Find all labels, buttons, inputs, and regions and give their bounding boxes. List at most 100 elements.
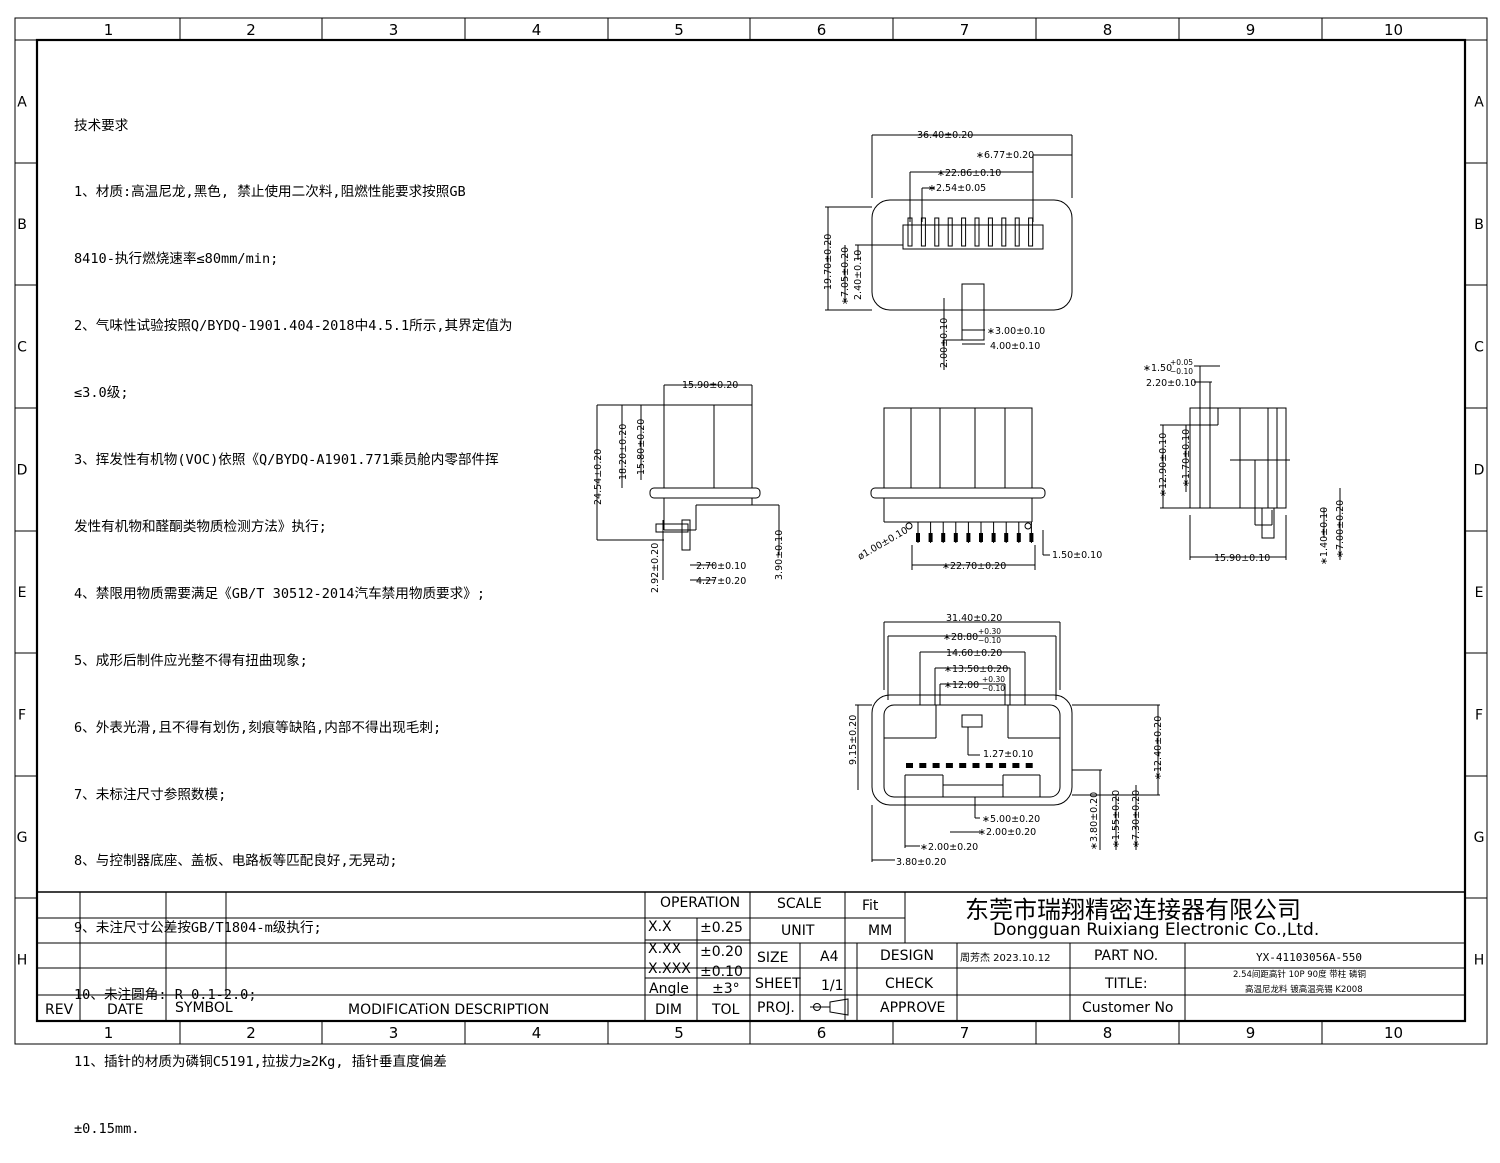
note-line: 2、气味性试验按照Q/BYDQ-1901.404-2018中4.5.1所示,其界… bbox=[74, 318, 513, 335]
pin bbox=[934, 217, 940, 247]
pin-tip bbox=[966, 533, 971, 542]
pin bbox=[961, 217, 967, 247]
size-label: SIZE bbox=[757, 950, 788, 966]
col-number: 1 bbox=[104, 1024, 114, 1042]
bottom-view-dims: 31.40±0.20 ∗28.80 +0.30 −0.10 14.60±0.20… bbox=[848, 613, 1164, 868]
right-view bbox=[1160, 365, 1341, 560]
dim-text: +0.30 bbox=[982, 675, 1005, 684]
proj-label: PROJ. bbox=[757, 1000, 795, 1016]
pin-tip bbox=[953, 533, 958, 542]
modification-label: MODIFICATiON DESCRIPTION bbox=[348, 1002, 549, 1018]
row-letter: C bbox=[1474, 340, 1484, 356]
row-ticks bbox=[15, 162, 1487, 899]
right-view-dims: ∗1.50 +0.05 −0.10 2.20±0.10 ∗12.90±0.10 … bbox=[1143, 358, 1346, 565]
pin-tip bbox=[941, 533, 946, 542]
pin bbox=[1001, 217, 1007, 247]
tol-label-3: Angle bbox=[649, 981, 689, 997]
col-number: 6 bbox=[817, 1024, 827, 1042]
unit-label: UNIT bbox=[781, 923, 815, 939]
top-view bbox=[825, 134, 1073, 370]
pin bbox=[907, 217, 913, 247]
col-number: 10 bbox=[1384, 1024, 1403, 1042]
note-line: 8、与控制器底座、盖板、电路板等匹配良好,无晃动; bbox=[74, 853, 398, 870]
tol-label-2: X.XXX bbox=[648, 961, 691, 977]
pad bbox=[985, 763, 993, 768]
rev-label: REV bbox=[45, 1002, 74, 1018]
dim-text: 2.70±0.10 bbox=[696, 561, 746, 572]
dim-text: ∗13.50±0.20 bbox=[944, 664, 1008, 675]
customer-no-label: Customer No bbox=[1082, 1000, 1174, 1016]
dim-text: 15.90±0.20 bbox=[682, 380, 738, 391]
row-letter: G bbox=[17, 830, 28, 846]
pin bbox=[947, 217, 953, 247]
pin-tip bbox=[991, 533, 996, 542]
row-letter: F bbox=[1475, 708, 1483, 724]
dim-text: +0.05 bbox=[1170, 358, 1193, 367]
note-line: 9、未注尺寸公差按GB/T1804-m级执行; bbox=[74, 920, 322, 937]
tol-value-2: ±0.10 bbox=[700, 964, 743, 980]
front-view bbox=[870, 407, 1050, 570]
date-label: DATE bbox=[107, 1002, 143, 1018]
dim-text: 2.00±0.10 bbox=[939, 318, 950, 368]
col-number: 3 bbox=[389, 1024, 399, 1042]
dim-text: ∗1.50 bbox=[1143, 363, 1172, 374]
dim-text: 9.15±0.20 bbox=[848, 715, 859, 765]
row-letter: E bbox=[1475, 585, 1484, 601]
row-letter: H bbox=[17, 953, 28, 969]
row-letter: D bbox=[17, 463, 28, 479]
dim-text: 2.20±0.10 bbox=[1146, 378, 1196, 389]
dim-text: ∗5.00±0.20 bbox=[982, 814, 1040, 825]
pad bbox=[959, 763, 967, 768]
dim-text: ∗12.00 bbox=[944, 680, 979, 691]
pin bbox=[987, 217, 993, 247]
dim-text: −0.10 bbox=[1170, 367, 1193, 376]
dim-text: ∗7.05±0.20 bbox=[840, 247, 851, 305]
dim-text: ∗3.00±0.10 bbox=[987, 326, 1045, 337]
pad bbox=[919, 763, 927, 768]
dim-text: ∗1.55±0.20 bbox=[1111, 790, 1122, 848]
note-line: 11、插针的材质为磷铜C5191,拉拔力≥2Kg, 插针垂直度偏差 bbox=[74, 1054, 447, 1071]
note-line: 10、未注圆角: R 0.1-2.0; bbox=[74, 987, 257, 1004]
row-letter: C bbox=[17, 340, 27, 356]
dim-text: 3.90±0.10 bbox=[774, 530, 785, 580]
unit-value: MM bbox=[868, 923, 892, 939]
tol-label-1: X.XX bbox=[648, 941, 682, 957]
title-line-1: 2.54间距高针 10P 90度 带柱 磷铜 bbox=[1233, 969, 1366, 980]
dim-text: ø1.00±0.10 bbox=[856, 525, 910, 563]
dim-text: 4.00±0.10 bbox=[990, 341, 1040, 352]
row-letter: A bbox=[17, 95, 27, 111]
row-letter: A bbox=[1474, 95, 1484, 111]
col-number: 2 bbox=[246, 1024, 256, 1042]
operation-label: OPERATION bbox=[660, 895, 740, 911]
dim-text: +0.30 bbox=[978, 627, 1001, 636]
row-letter: E bbox=[18, 585, 27, 601]
dim-text: ∗22.70±0.20 bbox=[942, 561, 1006, 572]
note-line: ≤3.0级; bbox=[74, 385, 129, 402]
pad bbox=[945, 763, 953, 768]
col-number: 5 bbox=[674, 1024, 684, 1042]
dim-text: 2.92±0.20 bbox=[650, 543, 661, 593]
dim-text: ∗2.54±0.05 bbox=[928, 183, 986, 194]
tol-label-0: X.X bbox=[648, 919, 672, 935]
col-number: 7 bbox=[960, 1024, 970, 1042]
col-number: 1 bbox=[104, 21, 114, 39]
dim-text: 1.50±0.10 bbox=[1052, 550, 1102, 561]
dim-text: 36.40±0.20 bbox=[917, 130, 973, 141]
dim-text: ∗1.40±0.10 bbox=[1319, 507, 1330, 565]
tol-value-1: ±0.20 bbox=[700, 944, 743, 960]
pin-tip bbox=[1004, 533, 1009, 542]
scale-label: SCALE bbox=[777, 896, 822, 912]
col-number: 6 bbox=[817, 21, 827, 39]
pad bbox=[1025, 763, 1033, 768]
title-block-text: REV DATE SYMBOL MODIFICATiON DESCRIPTION… bbox=[45, 895, 1366, 1018]
row-letter: H bbox=[1474, 953, 1485, 969]
note-line: 6、外表光滑,且不得有划伤,刻痕等缺陷,内部不得出现毛刺; bbox=[74, 719, 442, 736]
dim-text: 14.60±0.20 bbox=[946, 648, 1002, 659]
pad bbox=[932, 763, 940, 768]
dim-text: 3.80±0.20 bbox=[896, 857, 946, 868]
design-value: 周芳杰 2023.10.12 bbox=[960, 951, 1050, 964]
dim-text: 24.54±0.20 bbox=[593, 449, 604, 505]
dim-text: ∗12.40±0.20 bbox=[1153, 716, 1164, 780]
front-view-dims: ø1.00±0.10 ∗22.70±0.20 1.50±0.10 bbox=[856, 525, 1102, 572]
